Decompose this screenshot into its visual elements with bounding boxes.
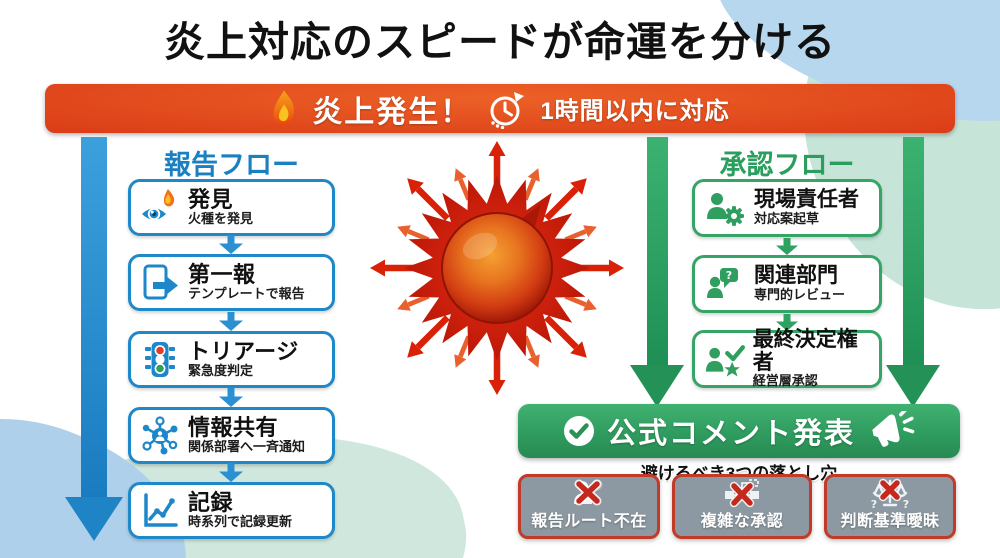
approval-step-final-decider: 最終決定権者 経営層承認 [692,327,882,389]
svg-text:?: ? [871,498,877,511]
pitfall-label: 報告ルート不在 [531,513,647,530]
approval-step-site-manager: 現場責任者 対応案起草 [692,179,882,237]
alert-label: 炎上発生！ [312,95,473,129]
step-title: 最終決定権者 [752,327,858,374]
step-subtitle: 関係部署へ一斉通知 [188,438,306,454]
down-arrow-icon [776,238,798,255]
approval-flow-arrow-left [630,137,684,407]
report-step-first-report: 第一報 テンプレートで報告 [128,254,335,311]
down-arrow-icon [776,314,798,331]
step-title: 情報共有 [188,415,279,441]
person-check-star-icon [705,345,745,377]
document-arrow-icon [143,264,178,299]
step-subtitle: 対応案起草 [754,210,820,226]
eye-flame-icon [142,188,175,220]
step-subtitle: 緊急度判定 [188,362,254,378]
flame-icon [273,89,295,125]
report-step-discovery: 発見 火種を発見 [128,179,335,236]
person-gear-icon [707,193,744,226]
page-title: 炎上対応のスピードが命運を分ける [164,19,836,65]
step-title: 現場責任者 [754,188,859,212]
down-arrow-icon [219,235,243,254]
explosion-graphic [370,141,624,395]
down-arrow-icon [219,312,243,331]
step-title: 第一報 [188,262,256,288]
step-subtitle: 経営層承認 [752,373,818,389]
person-question-icon: ? [707,268,738,298]
approval-flow-heading: 承認フロー [719,150,855,180]
report-flow-heading: 報告フロー [164,150,299,180]
traffic-light-icon [145,341,175,377]
report-step-triage: トリアージ 緊急度判定 [128,331,335,388]
step-subtitle: 火種を発見 [188,210,254,226]
approval-flow-arrow-right [886,137,940,407]
step-title: トリアージ [188,339,299,365]
report-step-share: 情報共有 関係部署へ一斉通知 [128,407,335,464]
step-subtitle: テンプレートで報告 [188,285,305,301]
step-subtitle: 専門的レビュー [754,286,846,302]
scales-question-x-icon: ? ? [871,478,909,511]
alert-banner: 炎上発生！ 1時間以内に対応 [45,84,955,133]
pitfall-label: 判断基準曖昧 [840,513,940,530]
pitfall-card-no-report-route: ? 報告ルート不在 [518,474,660,539]
step-title: 記録 [188,490,234,516]
network-share-icon [142,415,178,454]
down-arrow-icon [219,463,243,482]
svg-text:?: ? [726,269,732,282]
flowchart-x-icon [725,479,759,508]
report-step-record: 記録 時系列で記録更新 [128,482,335,539]
alert-deadline: 1時間以内に対応 [540,98,730,125]
step-title: 関連部門 [754,264,838,288]
report-flow-arrow [65,137,123,541]
step-subtitle: 時系列で記録更新 [188,513,293,529]
megaphone-icon [872,411,915,447]
approval-step-related-depts: ? 関連部門 専門的レビュー [692,255,882,313]
announcement-label: 公式コメント発表 [606,418,855,450]
pitfall-label: 複雑な承認 [700,513,784,530]
pitfall-card-complex-approval: 複雑な承認 [672,474,812,539]
svg-text:?: ? [903,498,909,511]
check-circle-icon [563,416,594,446]
announcement-banner: 公式コメント発表 [518,404,960,458]
line-chart-icon [144,492,178,527]
step-title: 発見 [188,187,234,213]
person-question-x-icon: ? [574,479,603,506]
pitfall-card-vague-criteria: ? ? 判断基準曖昧 [824,474,956,539]
stopwatch-icon [490,91,525,129]
down-arrow-icon [219,388,243,407]
